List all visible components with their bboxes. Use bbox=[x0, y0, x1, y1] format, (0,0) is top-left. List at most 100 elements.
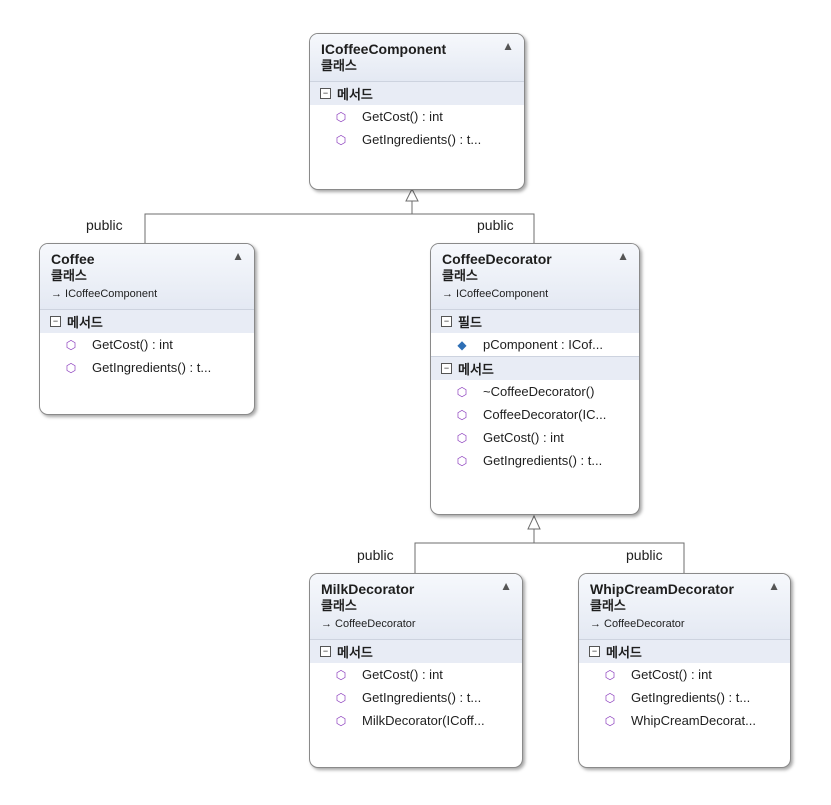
method-signature: GetCost() : int bbox=[362, 109, 443, 124]
section-label: 메서드 bbox=[67, 315, 103, 330]
method-signature: CoffeeDecorator(IC... bbox=[483, 407, 607, 422]
method-cube-icon: ⬡ bbox=[456, 453, 468, 468]
methods-section-header[interactable]: − 메서드 bbox=[40, 309, 254, 333]
section-label: 필드 bbox=[458, 315, 482, 330]
method-item[interactable]: ⬡ GetCost() : int bbox=[40, 333, 254, 356]
section-label: 메서드 bbox=[337, 645, 373, 660]
method-signature: GetIngredients() : t... bbox=[631, 690, 751, 705]
method-signature: ~CoffeeDecorator() bbox=[483, 384, 595, 399]
method-item[interactable]: ⬡ GetCost() : int bbox=[431, 426, 639, 449]
class-box-coffee[interactable]: Coffee 클래스 → ICoffeeComponent ▲ − 메서드 ⬡ G… bbox=[39, 243, 255, 415]
method-item[interactable]: ⬡ GetIngredients() : t... bbox=[40, 356, 254, 379]
relation-label-milk: public bbox=[357, 547, 394, 563]
class-name: MilkDecorator bbox=[321, 581, 415, 597]
class-kind: 클래스 bbox=[321, 598, 357, 613]
class-kind: 클래스 bbox=[51, 268, 87, 283]
method-signature: GetCost() : int bbox=[631, 667, 712, 682]
method-signature: GetIngredients() : t... bbox=[92, 360, 212, 375]
class-header: Coffee 클래스 → ICoffeeComponent ▲ bbox=[40, 244, 254, 309]
minus-box-icon[interactable]: − bbox=[441, 363, 452, 374]
method-cube-icon: ⬡ bbox=[456, 430, 468, 445]
class-box-icoffeecomponent[interactable]: ICoffeeComponent 클래스 ▲ − 메서드 ⬡ GetCost() … bbox=[309, 33, 525, 190]
method-cube-icon: ⬡ bbox=[335, 109, 347, 124]
methods-section-header[interactable]: − 메서드 bbox=[310, 639, 522, 663]
field-item[interactable]: ◆ pComponent : ICof... bbox=[431, 333, 639, 356]
method-item[interactable]: ⬡ MilkDecorator(ICoff... bbox=[310, 709, 522, 732]
double-chevron-up-icon[interactable]: ▲ bbox=[617, 249, 629, 263]
method-cube-icon: ⬡ bbox=[335, 713, 347, 728]
base-type: → ICoffeeComponent bbox=[51, 288, 158, 300]
section-label: 메서드 bbox=[606, 645, 642, 660]
class-name: Coffee bbox=[51, 251, 95, 267]
class-name: CoffeeDecorator bbox=[442, 251, 552, 267]
method-item[interactable]: ⬡ ~CoffeeDecorator() bbox=[431, 380, 639, 403]
method-cube-icon: ⬡ bbox=[65, 360, 77, 375]
method-cube-icon: ⬡ bbox=[335, 690, 347, 705]
double-chevron-up-icon[interactable]: ▲ bbox=[500, 579, 512, 593]
method-cube-icon: ⬡ bbox=[604, 713, 616, 728]
method-cube-icon: ⬡ bbox=[456, 384, 468, 399]
minus-box-icon[interactable]: − bbox=[50, 316, 61, 327]
class-kind: 클래스 bbox=[590, 598, 626, 613]
method-signature: GetIngredients() : t... bbox=[362, 690, 482, 705]
minus-box-icon[interactable]: − bbox=[320, 646, 331, 657]
inheritance-arrow-decorator bbox=[527, 514, 541, 530]
method-item[interactable]: ⬡ GetCost() : int bbox=[310, 663, 522, 686]
method-cube-icon: ⬡ bbox=[604, 667, 616, 682]
minus-box-icon[interactable]: − bbox=[589, 646, 600, 657]
section-label: 메서드 bbox=[337, 87, 373, 102]
class-box-milkdecorator[interactable]: MilkDecorator 클래스 → CoffeeDecorator ▲ − … bbox=[309, 573, 523, 768]
class-name: ICoffeeComponent bbox=[321, 41, 447, 57]
relation-label-coffee: public bbox=[86, 217, 123, 233]
class-box-coffeedecorator[interactable]: CoffeeDecorator 클래스 → ICoffeeComponent ▲… bbox=[430, 243, 640, 515]
methods-section-header[interactable]: − 메서드 bbox=[431, 356, 639, 380]
method-item[interactable]: ⬡ WhipCreamDecorat... bbox=[579, 709, 790, 732]
method-signature: GetIngredients() : t... bbox=[483, 453, 603, 468]
field-signature: pComponent : ICof... bbox=[483, 337, 603, 352]
method-signature: WhipCreamDecorat... bbox=[631, 713, 756, 728]
relation-label-whip: public bbox=[626, 547, 663, 563]
method-signature: GetIngredients() : t... bbox=[362, 132, 482, 147]
method-signature: GetCost() : int bbox=[362, 667, 443, 682]
minus-box-icon[interactable]: − bbox=[441, 316, 452, 327]
class-box-whipcreamdecorator[interactable]: WhipCreamDecorator 클래스 → CoffeeDecorator… bbox=[578, 573, 791, 768]
method-cube-icon: ⬡ bbox=[604, 690, 616, 705]
base-type: → CoffeeDecorator bbox=[321, 618, 416, 630]
method-signature: MilkDecorator(ICoff... bbox=[362, 713, 485, 728]
method-item[interactable]: ⬡ CoffeeDecorator(IC... bbox=[431, 403, 639, 426]
class-header: WhipCreamDecorator 클래스 → CoffeeDecorator… bbox=[579, 574, 790, 639]
method-cube-icon: ⬡ bbox=[335, 667, 347, 682]
method-item[interactable]: ⬡ GetIngredients() : t... bbox=[310, 686, 522, 709]
connector-coffee-to-icoffee bbox=[144, 213, 412, 243]
connector-decorator-to-icoffee bbox=[411, 201, 535, 243]
methods-section-header[interactable]: − 메서드 bbox=[579, 639, 790, 663]
inheritance-arrow-icoffee bbox=[405, 187, 419, 202]
class-name: WhipCreamDecorator bbox=[590, 581, 734, 597]
method-signature: GetCost() : int bbox=[483, 430, 564, 445]
class-kind: 클래스 bbox=[321, 58, 357, 73]
double-chevron-up-icon[interactable]: ▲ bbox=[768, 579, 780, 593]
class-kind: 클래스 bbox=[442, 268, 478, 283]
method-item[interactable]: ⬡ GetCost() : int bbox=[310, 105, 524, 128]
method-item[interactable]: ⬡ GetIngredients() : t... bbox=[310, 128, 524, 151]
method-item[interactable]: ⬡ GetIngredients() : t... bbox=[579, 686, 790, 709]
method-item[interactable]: ⬡ GetIngredients() : t... bbox=[431, 449, 639, 472]
double-chevron-up-icon[interactable]: ▲ bbox=[502, 39, 514, 53]
class-header: MilkDecorator 클래스 → CoffeeDecorator ▲ bbox=[310, 574, 522, 639]
base-type: → ICoffeeComponent bbox=[442, 288, 549, 300]
private-field-icon: ◆ bbox=[457, 337, 467, 352]
class-header: ICoffeeComponent 클래스 ▲ bbox=[310, 34, 524, 81]
method-signature: GetCost() : int bbox=[92, 337, 173, 352]
relation-label-decorator: public bbox=[477, 217, 514, 233]
method-item[interactable]: ⬡ GetCost() : int bbox=[579, 663, 790, 686]
minus-box-icon[interactable]: − bbox=[320, 88, 331, 99]
methods-section-header[interactable]: − 메서드 bbox=[310, 81, 524, 105]
fields-section-header[interactable]: − 필드 bbox=[431, 309, 639, 333]
method-cube-icon: ⬡ bbox=[456, 407, 468, 422]
class-header: CoffeeDecorator 클래스 → ICoffeeComponent ▲ bbox=[431, 244, 639, 309]
base-type: → CoffeeDecorator bbox=[590, 618, 685, 630]
double-chevron-up-icon[interactable]: ▲ bbox=[232, 249, 244, 263]
method-cube-icon: ⬡ bbox=[335, 132, 347, 147]
method-cube-icon: ⬡ bbox=[65, 337, 77, 352]
